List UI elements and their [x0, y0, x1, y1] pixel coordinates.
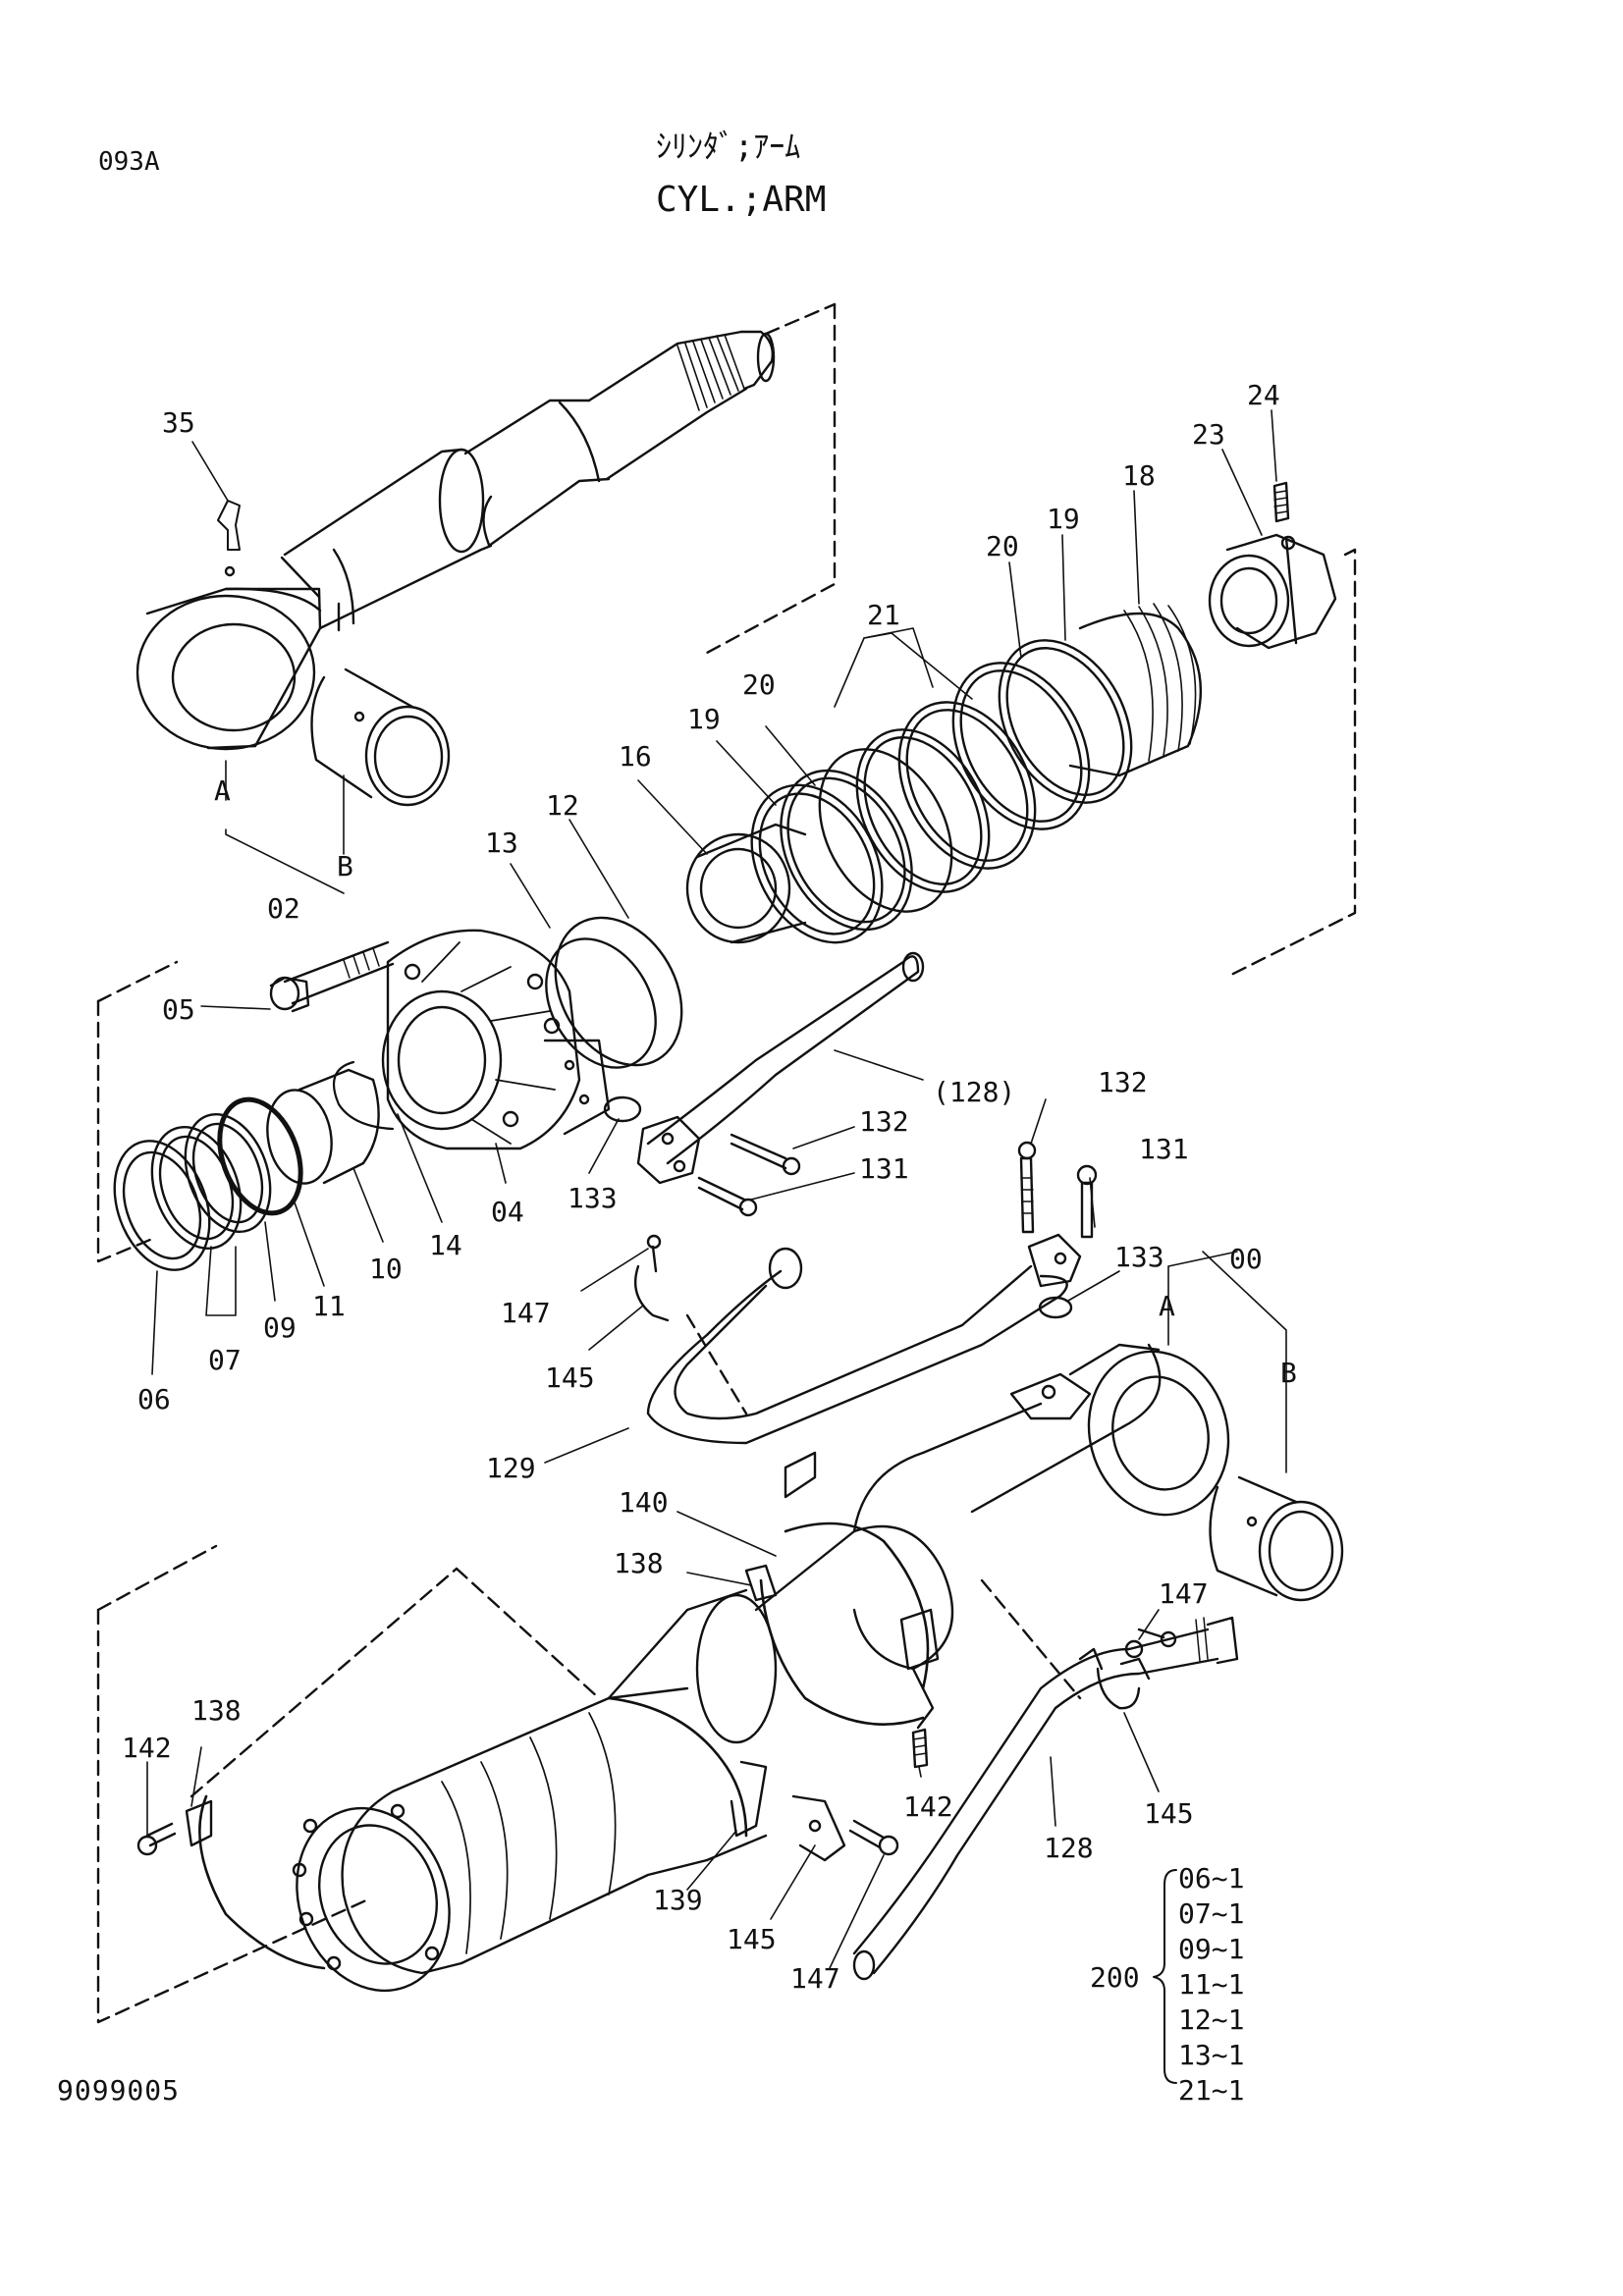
callout-132a: 132 — [859, 1105, 909, 1138]
callout-12: 12 — [546, 789, 579, 822]
seal-kit-item: 09~1 — [1178, 1933, 1244, 1965]
callout-18: 18 — [1122, 459, 1156, 492]
callout-19b: 19 — [687, 703, 721, 735]
callout-20a: 20 — [986, 530, 1019, 562]
callout-11: 11 — [312, 1290, 346, 1322]
rod-cover-part — [96, 929, 642, 1271]
callout-B-rod: B — [337, 850, 353, 882]
hose-128-lower — [852, 1578, 1239, 1981]
title-japanese: ｼﾘﾝﾀﾞ;ｱｰﾑ — [656, 128, 801, 165]
piston-rod-part — [135, 302, 837, 807]
hose-129 — [633, 1141, 1098, 1499]
callout-129: 129 — [486, 1452, 536, 1484]
callout-132b: 132 — [1098, 1066, 1148, 1098]
callout-21: 21 — [867, 599, 900, 631]
title-english: CYL.;ARM — [656, 180, 827, 220]
callout-07: 07 — [208, 1344, 242, 1376]
callout-23: 23 — [1192, 418, 1225, 451]
seal-kit-label: 200 — [1090, 1961, 1140, 1994]
callout-02: 02 — [267, 892, 300, 925]
callout-139: 139 — [653, 1884, 703, 1916]
seal-kit-item: 06~1 — [1178, 1862, 1244, 1895]
hose-128-assembly — [636, 951, 925, 1217]
document-number: 9099005 — [57, 2074, 181, 2107]
callout-labels: 35 A B 02 24 23 18 19 20 21 20 19 16 12 … — [122, 379, 1297, 1995]
callout-133b: 133 — [1114, 1241, 1164, 1273]
callout-04: 04 — [491, 1196, 524, 1228]
callout-128: 128 — [1044, 1832, 1094, 1864]
callout-A-rod: A — [214, 774, 231, 807]
seal-kit-item: 12~1 — [1178, 2003, 1244, 2036]
callout-14: 14 — [429, 1229, 462, 1261]
callout-00: 00 — [1229, 1243, 1263, 1275]
callout-128-paren: (128) — [933, 1076, 1015, 1108]
callout-20b: 20 — [742, 668, 776, 701]
callout-A-tube: A — [1159, 1290, 1175, 1322]
cylinder-tube-part — [96, 1343, 1344, 2024]
seal-kit-list: 200 06~1 07~1 09~1 11~1 12~1 13~1 21~1 — [1090, 1862, 1244, 2107]
seal-kit-item: 21~1 — [1178, 2074, 1244, 2107]
seal-kit-brace — [1153, 1869, 1177, 2084]
piston-ring-stack — [545, 481, 1357, 1069]
callout-138a: 138 — [614, 1547, 664, 1579]
callout-147a: 147 — [501, 1297, 551, 1329]
callout-16: 16 — [619, 740, 652, 773]
callout-13: 13 — [485, 827, 518, 859]
callout-131a: 131 — [859, 1152, 909, 1185]
seal-kit-item: 07~1 — [1178, 1897, 1244, 1930]
callout-133a: 133 — [568, 1182, 618, 1214]
callout-147c: 147 — [790, 1962, 840, 1995]
seal-kit-item: 13~1 — [1178, 2039, 1244, 2071]
callout-147b: 147 — [1159, 1577, 1209, 1610]
leader-lines — [146, 409, 1287, 1969]
callout-10: 10 — [369, 1253, 403, 1285]
callout-24: 24 — [1247, 379, 1280, 411]
callout-19a: 19 — [1047, 503, 1080, 535]
callout-145a: 145 — [545, 1362, 595, 1394]
callout-145c: 145 — [727, 1923, 777, 1955]
callout-142a: 142 — [122, 1732, 172, 1764]
seal-kit-item: 11~1 — [1178, 1968, 1244, 2001]
callout-B-tube: B — [1280, 1357, 1297, 1389]
page-code: 093A — [98, 147, 160, 177]
callout-35: 35 — [162, 406, 195, 439]
callout-145b: 145 — [1144, 1797, 1194, 1830]
callout-142b: 142 — [903, 1790, 953, 1823]
callout-09: 09 — [263, 1311, 297, 1344]
callout-05: 05 — [162, 993, 195, 1026]
callout-140: 140 — [619, 1486, 669, 1519]
callout-06: 06 — [137, 1383, 171, 1415]
callout-138b: 138 — [191, 1694, 242, 1727]
callout-131b: 131 — [1139, 1133, 1189, 1165]
